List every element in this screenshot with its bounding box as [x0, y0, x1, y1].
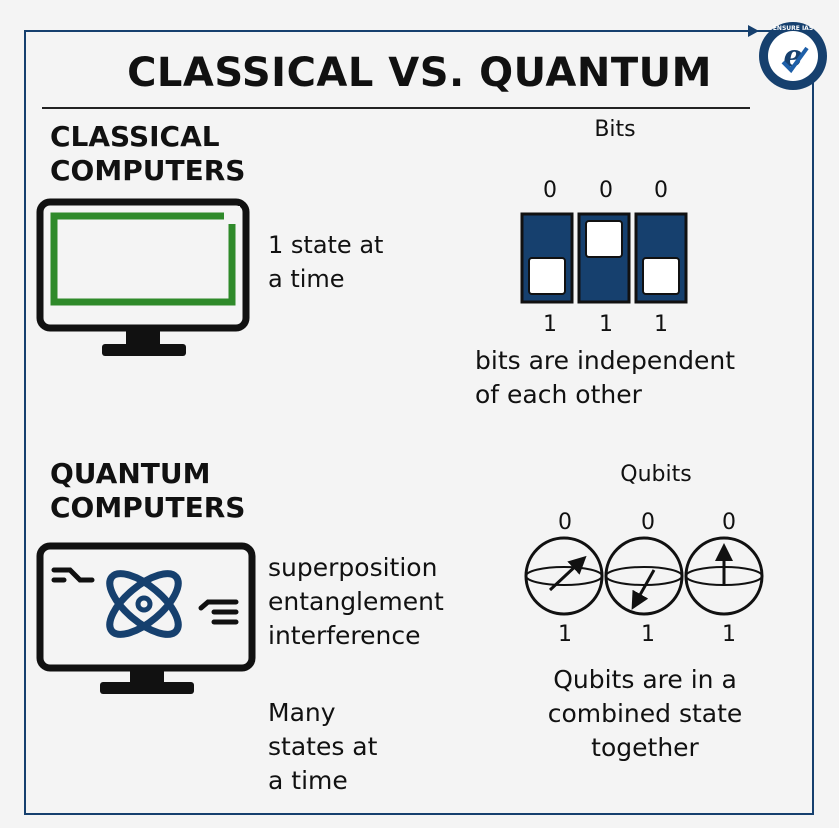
- bit-switch-icon: [634, 212, 688, 304]
- bit-switch-icon: [577, 212, 631, 304]
- qubit-top-digit: 0: [722, 510, 736, 535]
- classical-heading-line2: COMPUTERS: [50, 154, 246, 187]
- quantum-monitor-icon: [36, 542, 256, 694]
- qubit-sphere-icon: [684, 536, 764, 616]
- classical-heading: CLASSICAL COMPUTERS: [50, 120, 245, 188]
- bit-top-digit: 0: [599, 178, 613, 203]
- qubits-caption: Qubits are in a combined state together: [500, 663, 790, 765]
- quantum-properties: superposition entanglement interference: [268, 551, 444, 653]
- qubit-top-digit: 0: [558, 510, 572, 535]
- ensure-ias-logo-icon: e ENSURE IAS: [759, 22, 827, 90]
- qubit-bottom-digit: 1: [641, 622, 655, 647]
- many-line3: a time: [268, 766, 348, 795]
- qubit-spheres: [524, 536, 764, 616]
- classical-state-text: 1 state at a time: [268, 228, 383, 296]
- bit-bottom-digit: 1: [599, 312, 613, 337]
- property-entanglement: entanglement: [268, 587, 444, 616]
- property-superposition: superposition: [268, 553, 438, 582]
- quantum-heading-line1: QUANTUM: [50, 457, 211, 490]
- many-line1: Many: [268, 698, 336, 727]
- bits-caption-line1: bits are independent: [475, 346, 735, 375]
- bit-switch-icon: [520, 212, 574, 304]
- bits-label: Bits: [594, 117, 636, 142]
- qubits-caption-line1: Qubits are in a: [553, 665, 737, 694]
- classical-heading-line1: CLASSICAL: [50, 120, 220, 153]
- classical-state-line1: 1 state at: [268, 231, 384, 259]
- atom-icon: [106, 570, 182, 638]
- bit-top-digit: 0: [543, 178, 557, 203]
- property-interference: interference: [268, 621, 421, 650]
- quantum-heading-line2: COMPUTERS: [50, 491, 246, 524]
- qubits-caption-line2: combined state: [547, 699, 743, 728]
- qubits-caption-line3: together: [591, 733, 699, 762]
- page-title: CLASSICAL VS. QUANTUM: [127, 50, 712, 96]
- qubit-bottom-digit: 1: [722, 622, 736, 647]
- many-line2: states at: [268, 732, 378, 761]
- qubit-sphere-icon: [524, 536, 604, 616]
- many-states-text: Many states at a time: [268, 696, 377, 798]
- bit-top-digit: 0: [654, 178, 668, 203]
- border-frame: [24, 30, 814, 815]
- quantum-heading: QUANTUM COMPUTERS: [50, 457, 245, 525]
- bit-switches: [520, 212, 688, 304]
- qubit-bottom-digit: 1: [558, 622, 572, 647]
- qubit-sphere-icon: [604, 536, 684, 616]
- bit-bottom-digit: 1: [654, 312, 668, 337]
- bit-bottom-digit: 1: [543, 312, 557, 337]
- classical-monitor-icon: [36, 198, 250, 356]
- qubits-label: Qubits: [620, 462, 692, 487]
- title-divider: [42, 107, 750, 109]
- svg-text:ENSURE IAS: ENSURE IAS: [773, 25, 813, 32]
- classical-state-line2: a time: [268, 265, 345, 293]
- bits-caption-line2: of each other: [475, 380, 642, 409]
- frame-arrow-icon: [748, 25, 759, 37]
- bits-caption: bits are independent of each other: [475, 344, 735, 412]
- qubit-top-digit: 0: [641, 510, 655, 535]
